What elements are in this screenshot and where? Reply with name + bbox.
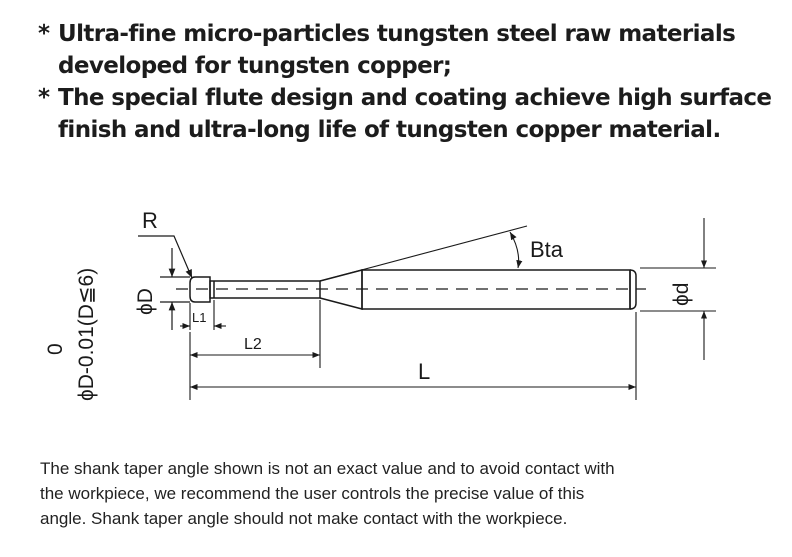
label-phi-D: ϕD [134,288,157,315]
note-line: the workpiece, we recommend the user con… [40,484,585,503]
feature-item: * Ultra-fine micro-particles tungsten st… [38,18,778,82]
label-r: R [142,208,158,233]
dim-L1 [180,300,226,330]
feature-line: developed for tungsten copper; [58,53,452,79]
tolerance-top: 0 [44,343,67,355]
shank-chamfer [629,269,637,310]
tolerance-bottom: ϕD-0.01(D≦6) [75,268,98,401]
bullet-star: * [38,85,50,111]
feature-line: The special flute design and coating ach… [58,85,772,111]
feature-line: finish and ultra-long life of tungsten c… [58,117,721,143]
feature-line: Ultra-fine micro-particles tungsten stee… [58,21,736,47]
taper-note: The shank taper angle shown is not an ex… [40,456,780,531]
dim-L [189,312,637,400]
r-leader [138,235,193,279]
bullet-star: * [38,21,50,47]
note-line: The shank taper angle shown is not an ex… [40,459,615,478]
dim-phi-d [640,218,716,360]
label-L: L [418,359,430,384]
dim-phi-D [160,248,190,330]
label-L2: L2 [244,336,262,353]
label-phi-d: ϕd [670,283,693,306]
end-mill-drawing: R ϕD L1 L2 L Bta ϕd 0 [44,208,716,401]
dim-bta [319,225,528,282]
label-L1: L1 [192,310,206,325]
label-bta: Bta [530,237,564,262]
note-line: angle. Shank taper angle should not make… [40,509,568,528]
dim-L2 [190,300,321,368]
feature-list: * Ultra-fine micro-particles tungsten st… [38,18,778,146]
feature-item: * The special flute design and coating a… [38,82,778,146]
